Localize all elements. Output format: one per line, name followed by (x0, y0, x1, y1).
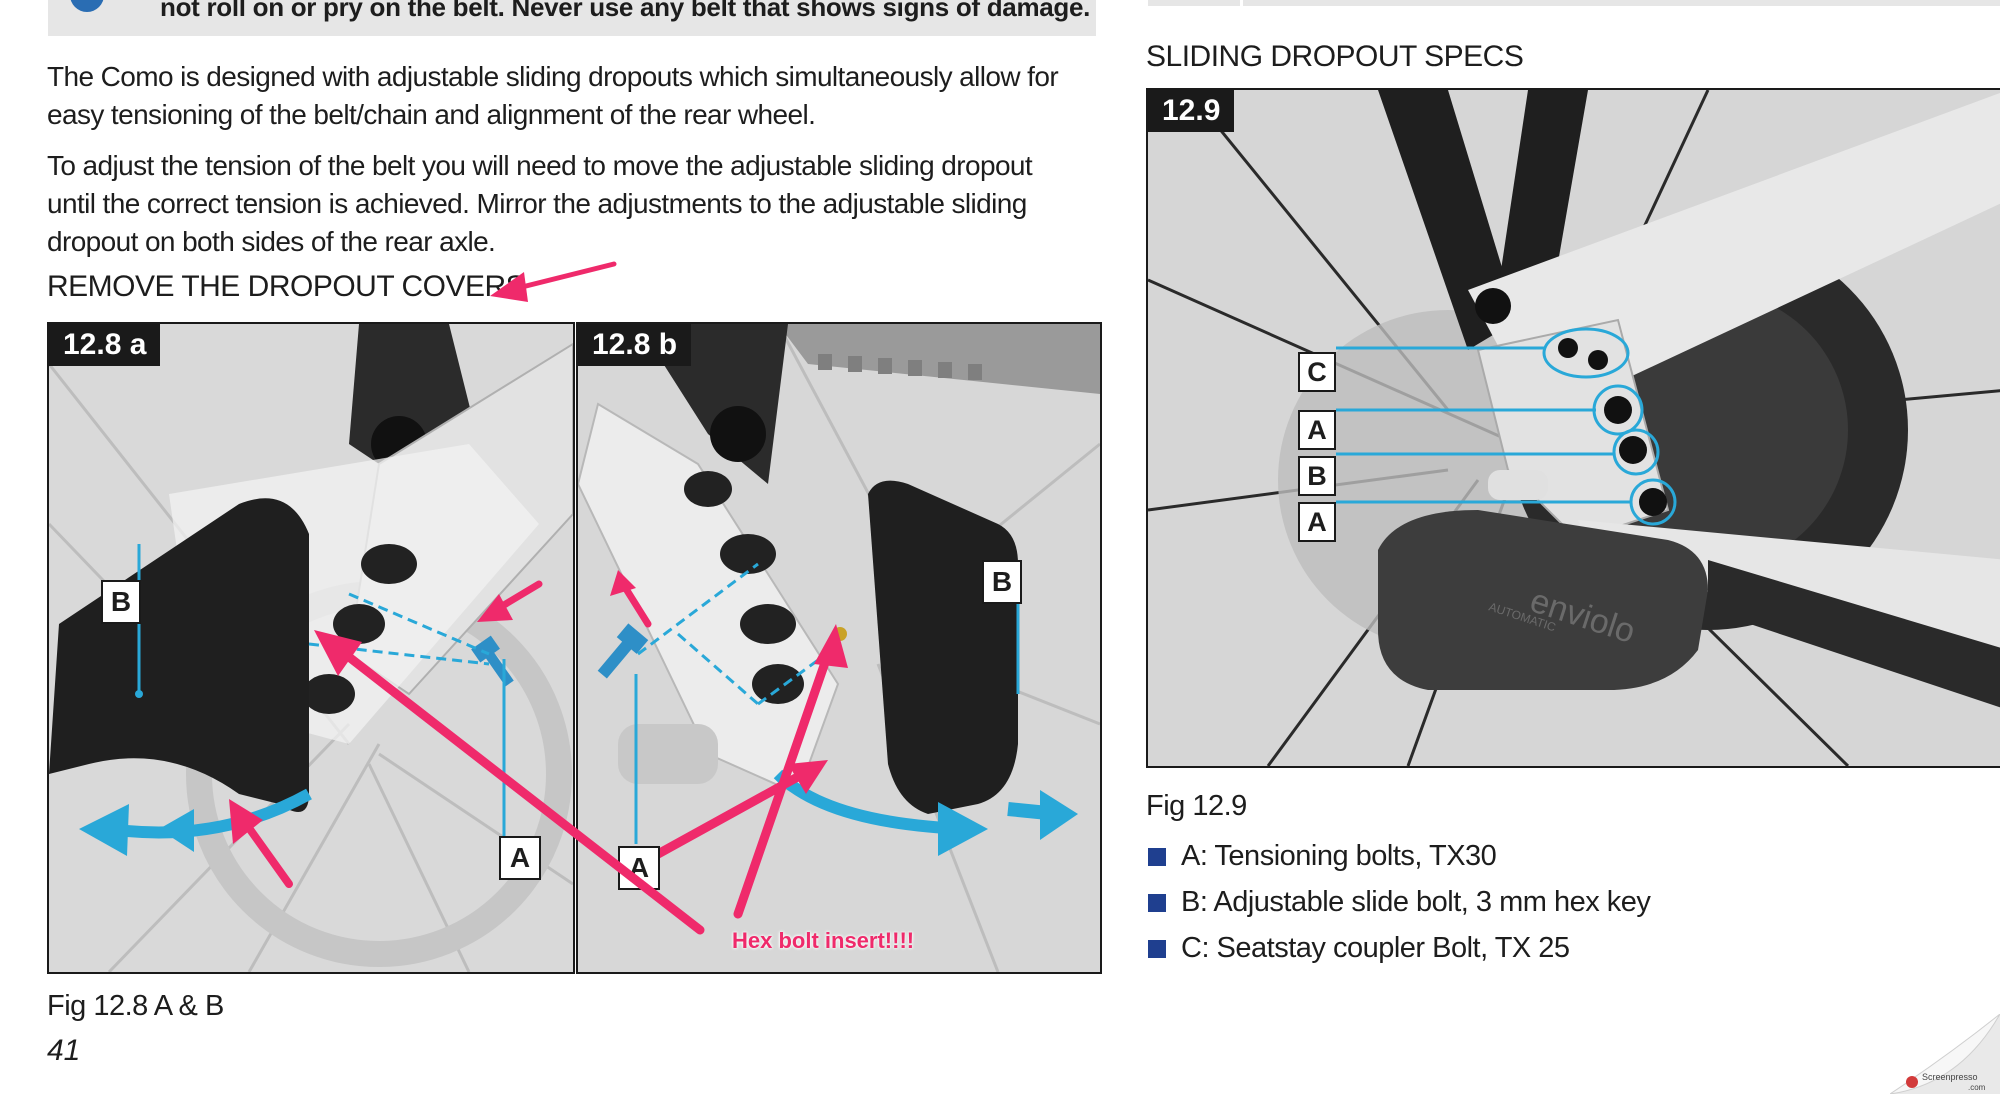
figure-12-9-callout-a-2: A (1298, 502, 1336, 542)
figure-12-8b: 12.8 b B A (576, 322, 1102, 974)
heading-arrow-icon (490, 261, 617, 302)
screenpresso-logo-icon (1906, 1076, 1918, 1088)
specs-heading: SLIDING DROPOUT SPECS (1146, 40, 1524, 73)
figure-12-8b-callout-b: B (982, 560, 1022, 604)
watermark-line-1: Screenpresso (1922, 1072, 1978, 1082)
figure-12-8a-callout-b: B (101, 580, 141, 624)
hex-bolt-arrow-icon (314, 630, 705, 935)
figure-12-8b-illustration (578, 324, 1100, 972)
warning-text: not roll on or pry on the belt. Never us… (160, 0, 1091, 22)
figure-12-8-caption: Fig 12.8 A & B (47, 990, 224, 1022)
spec-item-b: B: Adjustable slide bolt, 3 mm hex key (1148, 882, 1651, 928)
figure-12-9-callout-c: C (1298, 352, 1336, 392)
top-right-separator (1240, 0, 1243, 6)
spec-item-c: C: Seatstay coupler Bolt, TX 25 (1148, 928, 1650, 974)
bullet-square-icon (1148, 894, 1166, 912)
intro-paragraph-2: To adjust the tension of the belt you wi… (47, 150, 1033, 257)
figure-12-9: enviolo AUTOMATIC 12.9 C A B A (1146, 88, 2000, 768)
figure-12-8a-label: 12.8 a (49, 324, 161, 366)
hex-bolt-annotation: Hex bolt insert!!!! (732, 928, 915, 953)
figure-12-9-callout-a-1: A (1298, 410, 1336, 450)
watermark-line-2: .com (1968, 1083, 1986, 1092)
warning-icon (70, 0, 104, 12)
figure-12-9-label: 12.9 (1148, 90, 1235, 132)
figure-12-8a-illustration (49, 324, 573, 972)
figure-12-8a-callout-a: A (499, 836, 541, 880)
figure-12-9-callout-b: B (1298, 456, 1336, 496)
spec-item-a: A: Tensioning bolts, TX30 (1148, 836, 1650, 882)
bullet-square-icon (1148, 848, 1166, 866)
figure-12-9-illustration: enviolo AUTOMATIC (1148, 90, 2000, 766)
bullet-square-icon (1148, 940, 1166, 958)
intro-paragraph-1: The Como is designed with adjustable sli… (47, 61, 1059, 130)
figure-12-8a: 12.8 a B A (47, 322, 575, 974)
remove-covers-heading: REMOVE THE DROPOUT COVERS (47, 270, 526, 303)
figure-12-8b-label: 12.8 b (578, 324, 692, 366)
specs-list: A: Tensioning bolts, TX30 B: Adjustable … (1148, 836, 1651, 974)
page-curl-watermark: Screenpresso .com (1890, 1014, 2000, 1094)
figure-12-9-caption: Fig 12.9 (1146, 790, 1247, 822)
top-right-bar (1148, 0, 2000, 6)
page-number: 41 (47, 1034, 81, 1067)
warning-box (48, 0, 1096, 36)
